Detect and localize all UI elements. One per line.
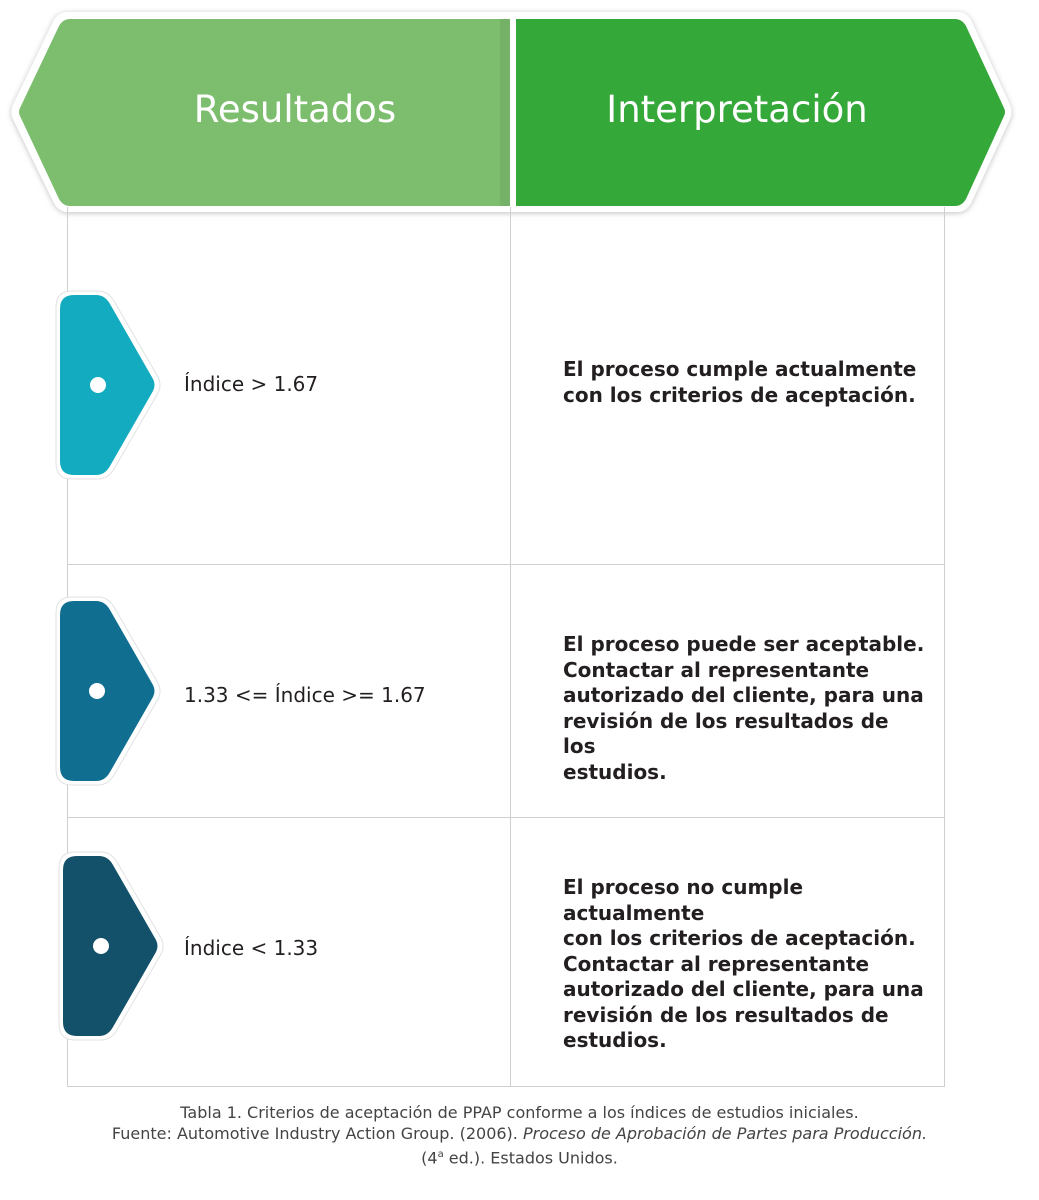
caption-edition-suffix: ed.). Estados Unidos.: [443, 1148, 618, 1168]
caption-line-2: Fuente: Automotive Industry Action Group…: [0, 1123, 1039, 1144]
row-2-marker: [55, 596, 161, 786]
header-left-label: Resultados: [193, 88, 397, 131]
row-3-marker-dot: [93, 938, 109, 954]
table-row-divider-1: [67, 564, 945, 565]
row-3-interpretation: El proceso no cumple actualmente con los…: [563, 875, 924, 1052]
header-right-segment: [516, 19, 1005, 206]
row-2-marker-shape: [60, 601, 155, 781]
header-right-label: Interpretación: [606, 88, 868, 131]
caption-line-1: Tabla 1. Criterios de aceptación de PPAP…: [180, 1103, 859, 1122]
row-3-marker-shape: [63, 856, 158, 1036]
table-column-divider: [510, 207, 511, 1087]
table-caption: Tabla 1. Criterios de aceptación de PPAP…: [0, 1102, 1039, 1168]
caption-line-3: (4a ed.). Estados Unidos.: [0, 1144, 1039, 1168]
row-1-marker: [55, 290, 161, 480]
row-2-marker-dot: [89, 683, 105, 699]
row-3-marker: [58, 851, 164, 1041]
row-1-interpretation: El proceso cumple actualmente con los cr…: [563, 357, 917, 407]
caption-edition-prefix: (4: [421, 1148, 438, 1168]
row-3-result: Índice < 1.33: [184, 936, 319, 960]
row-2-interpretation: El proceso puede ser aceptable. Contacta…: [563, 632, 925, 784]
row-2-result: 1.33 <= Índice >= 1.67: [184, 683, 426, 707]
row-1-marker-dot: [90, 377, 106, 393]
header-left-segment: [19, 19, 510, 206]
caption-edition-sup: a: [437, 1149, 444, 1160]
header-divider-shadow: [500, 19, 510, 206]
caption-source: Fuente: Automotive Industry Action Group…: [111, 1124, 523, 1143]
row-1-result: Índice > 1.67: [184, 372, 319, 396]
header-banner: [11, 12, 1012, 212]
caption-source-title: Proceso de Aprobación de Partes para Pro…: [522, 1124, 928, 1143]
table-row-divider-2: [67, 817, 945, 818]
row-1-marker-shape: [60, 295, 155, 475]
